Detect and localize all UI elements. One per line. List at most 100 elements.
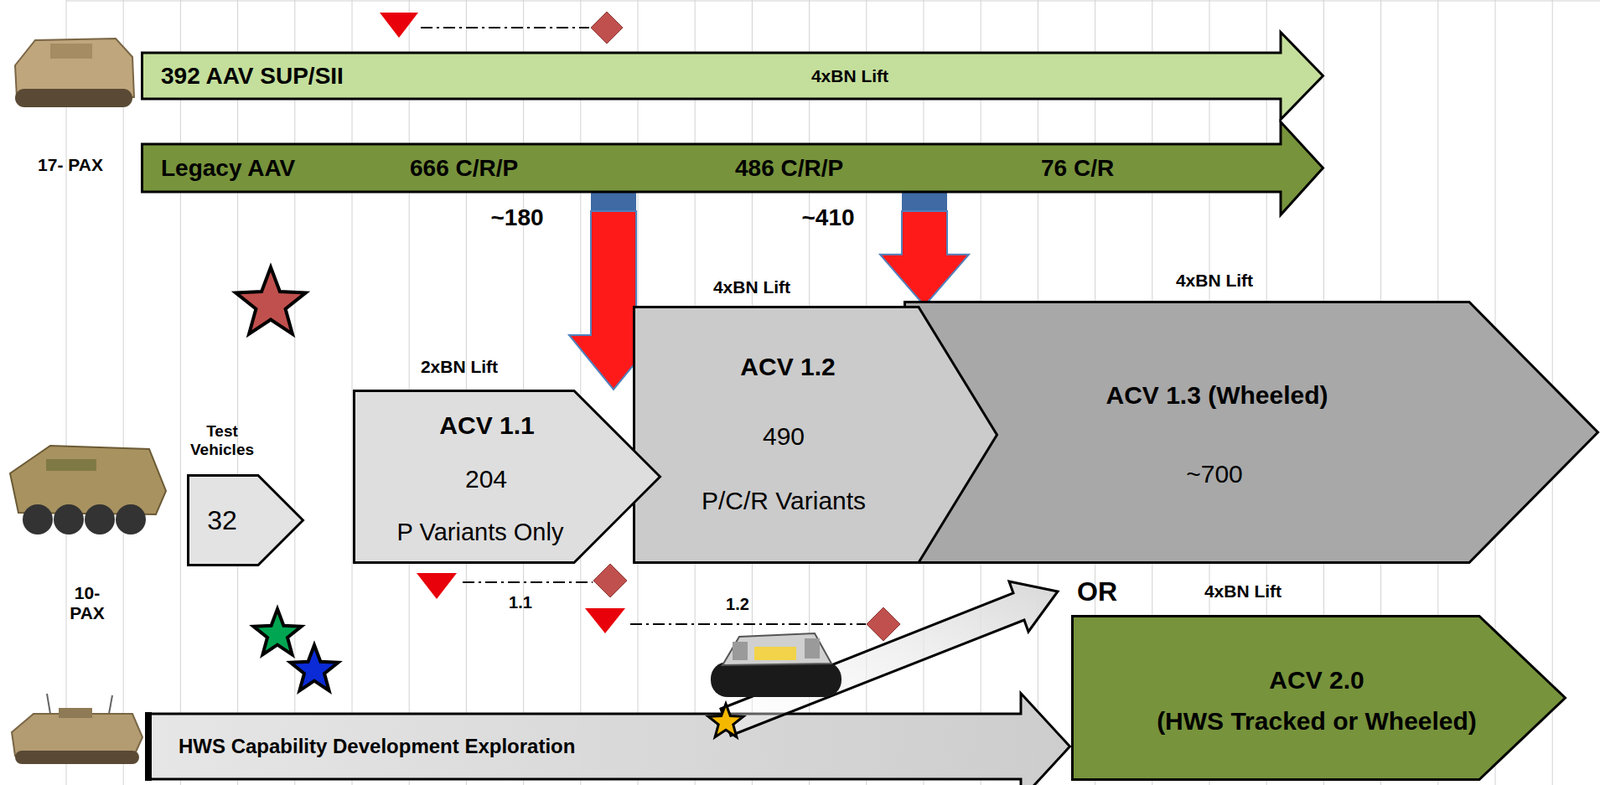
node-text: 204: [465, 465, 508, 495]
acv-2-0-box: 4xBN LiftACV 2.0(HWS Tracked or Wheeled): [1071, 615, 1567, 782]
grid-lines: [66, 0, 1600, 785]
node-shape: [188, 476, 304, 566]
vehicle-body: [10, 445, 166, 515]
milestone-label: 1.2: [725, 595, 750, 615]
node-text: 32: [207, 505, 238, 537]
aav-sup-band: 392 AAV SUP/SII 4xBN Lift: [140, 31, 1325, 121]
node-text: Test Vehicles: [184, 422, 260, 460]
aav-vehicle: [15, 38, 135, 108]
pax-label: 10- PAX: [65, 583, 109, 624]
red-star: [235, 267, 306, 335]
milestone-diamond: [593, 564, 627, 598]
edge-label: ~180: [490, 204, 544, 232]
antenna: [108, 695, 113, 715]
acv-1-2-box: 4xBN LiftACV 1.2490P/C/R Variants: [632, 305, 999, 565]
band-start-bar: [144, 712, 152, 782]
acv-vehicle: [10, 445, 166, 535]
arrow-cap: [901, 191, 948, 212]
vehicle-hatch: [50, 43, 93, 59]
hovercraft-deck-stripe: [754, 647, 797, 661]
vehicle-stripe: [46, 459, 97, 472]
arrow-body: [880, 211, 969, 306]
option-label: OR: [1077, 576, 1118, 608]
milestone-triangle: [585, 608, 626, 634]
node-outline: [140, 120, 1325, 217]
node-text: 4xBN Lift: [1175, 270, 1254, 291]
node-text: ACV 1.1: [439, 411, 534, 441]
node-outline: [903, 300, 1600, 565]
grid-line: [123, 0, 125, 785]
vehicle-wheel: [84, 504, 115, 535]
node-text: 76 C/R: [1040, 155, 1114, 182]
acv-1-1-box: 2xBN LiftACV 1.1204P Variants Only: [352, 389, 662, 565]
milestone-label: 1.1: [508, 593, 533, 613]
milestone-triangle: [379, 12, 419, 38]
test-vehicles-box: Test Vehicles32: [186, 474, 305, 567]
arrow-cap: [590, 191, 637, 212]
milestone-line: [462, 581, 593, 584]
hovercraft-cabin: [804, 638, 820, 659]
edge-label: ~410: [801, 204, 855, 232]
grid-line: [180, 0, 182, 785]
milestone-diamond: [866, 607, 901, 642]
hovercraft-skirt: [710, 662, 842, 698]
node-shape: [905, 302, 1599, 564]
vehicle-track: [15, 750, 140, 765]
node-shape: [142, 32, 1324, 120]
vehicle-turret: [58, 708, 93, 719]
milestone-line: [630, 623, 866, 626]
grid-line: [579, 0, 581, 785]
node-shape: [1072, 616, 1566, 781]
node-text: 4xBN Lift: [1204, 581, 1282, 602]
node-text: ACV 1.2: [740, 352, 835, 383]
hws-vehicle: [11, 693, 143, 765]
vehicle-track: [15, 88, 133, 108]
acv-1-3-box: 4xBN LiftACV 1.3 (Wheeled)~700: [903, 300, 1600, 565]
option-arrow: [720, 581, 1058, 736]
node-text: HWS Capability Development Exploration: [178, 735, 575, 759]
node-text: 392 AAV SUP/SII: [160, 62, 344, 90]
blue-star: [290, 645, 339, 691]
node-text: ACV 1.3 (Wheeled): [1105, 381, 1328, 411]
grid-line: [352, 0, 353, 785]
node-text: ~700: [1185, 460, 1243, 490]
node-text: Legacy AAV: [160, 155, 296, 182]
hovercraft-icon: [710, 633, 842, 698]
yellow-star: [708, 704, 744, 738]
hovercraft-cabin: [732, 642, 748, 661]
node-outline: [632, 305, 999, 565]
pax-label: 17- PAX: [37, 155, 104, 176]
green-star: [253, 609, 302, 655]
grid-line: [237, 0, 239, 785]
antenna: [46, 693, 51, 715]
milestone-diamond: [590, 11, 623, 44]
node-text: P Variants Only: [397, 518, 565, 547]
milestone-triangle: [416, 573, 457, 600]
vehicle-wheel: [115, 504, 146, 535]
node-text: 666 C/R/P: [409, 155, 518, 182]
node-shape: [142, 122, 1324, 216]
node-text: 486 C/R/P: [735, 155, 844, 182]
grid-line: [66, 0, 68, 785]
grid-line: [66, 0, 1600, 2]
vehicle-body: [15, 38, 135, 98]
node-text: (HWS Tracked or Wheeled): [1156, 707, 1477, 737]
vehicle-wheel: [22, 504, 53, 535]
divestment-arrow: [880, 191, 969, 306]
node-text: 4xBN Lift: [713, 277, 791, 298]
hws-exploration-band: HWS Capability Development Exploration: [148, 692, 1072, 785]
node-outline: [1071, 615, 1567, 782]
node-text: ACV 2.0: [1268, 666, 1364, 696]
node-outline: [186, 474, 305, 567]
milestone-marker: [379, 11, 623, 44]
node-text: P/C/R Variants: [701, 486, 866, 517]
node-shape: [354, 391, 661, 564]
node-shape: [634, 307, 998, 564]
node-shape: [150, 693, 1071, 785]
vehicle-wheel: [53, 504, 84, 535]
node-text: 4xBN Lift: [811, 66, 889, 87]
node-text: 490: [762, 422, 805, 452]
hovercraft-deck: [722, 633, 832, 666]
legacy-aav-band: Legacy AAV 666 C/R/P 486 C/R/P 76 C/R: [140, 120, 1325, 217]
